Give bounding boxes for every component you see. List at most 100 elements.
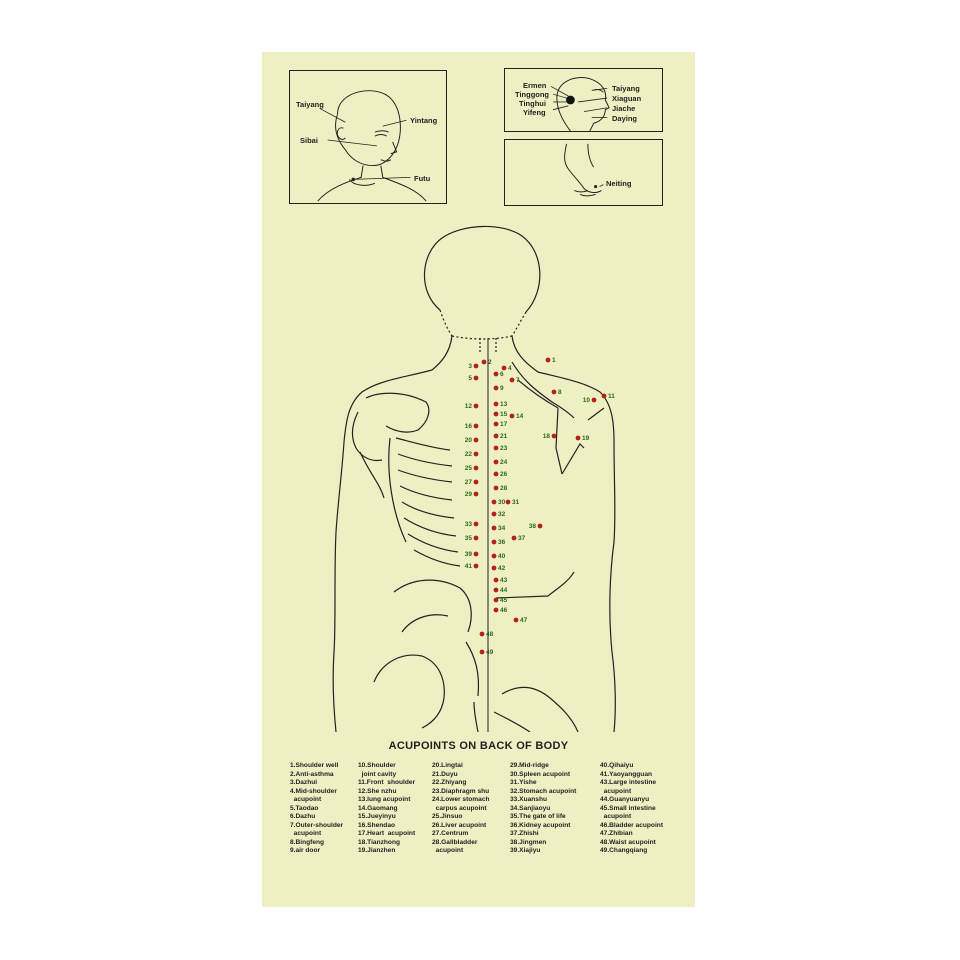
acupoint-number: 6 [500, 371, 504, 378]
acupoint-chart-sheet: Taiyang Yintang Sibai Futu Erm [262, 52, 695, 907]
acupoint-dot [481, 359, 487, 365]
legend-item: 48.Waist acupoint [600, 838, 656, 846]
legend-item: 2.Anti-asthma [290, 770, 334, 778]
acupoint-dot [493, 607, 499, 613]
acupoint-number: 45 [500, 597, 508, 604]
acupoint-number: 26 [500, 471, 508, 478]
acupoint-number: 2 [488, 359, 492, 366]
acupoint-number: 41 [465, 563, 473, 570]
acupoint-number: 21 [500, 433, 508, 440]
label-futu: Futu [414, 174, 431, 183]
acupoint-dot [493, 433, 499, 439]
legend-item: acupoint [432, 847, 464, 855]
acupoint-dot [491, 525, 497, 531]
label-ermen: Ermen [523, 81, 547, 90]
acupoint-dot [511, 535, 517, 541]
acupoint-dot [493, 587, 499, 593]
acupoint-number: 30 [498, 499, 506, 506]
legend-item: 9.air door [290, 847, 321, 855]
acupoint-number: 7 [516, 377, 520, 384]
acupoint-number: 16 [465, 423, 473, 430]
acupoint-dot [491, 553, 497, 559]
legend-item: 47.Zhibian [600, 830, 633, 838]
acupoint-number: 15 [500, 411, 508, 418]
legend-item: 13.lung acupoint [358, 796, 411, 804]
acupoint-dot [493, 385, 499, 391]
acupoint-dot [473, 375, 479, 381]
acupoint-dot [575, 435, 581, 441]
legend-item: 17.Heart acupoint [358, 830, 416, 838]
label-daying: Daying [612, 114, 638, 123]
inset-head-side: Ermen Tinggong Tinghui Yifeng Taiyang Xi… [504, 68, 663, 132]
legend-item: 20.Lingtai [432, 762, 463, 769]
acupoint-number: 44 [500, 587, 508, 594]
acupoint-number: 22 [465, 451, 473, 458]
legend-item: 1.Shoulder well [290, 762, 339, 769]
legend-item: 27.Centrum [432, 830, 469, 838]
legend-item: 19.Jianzhen [358, 847, 396, 855]
acupoint-dot [473, 363, 479, 369]
acupoint-number: 9 [500, 385, 504, 392]
acupoint-number: 10 [583, 397, 591, 404]
legend-item: 43.Large intestine [600, 779, 657, 787]
acupoint-dot [491, 539, 497, 545]
label-taiyang-side: Taiyang [612, 84, 640, 93]
label-yintang: Yintang [410, 116, 438, 125]
legend-item: acupoint [600, 787, 632, 795]
acupoint-dot [473, 465, 479, 471]
acupoint-dot [591, 397, 597, 403]
acupoint-dot [479, 631, 485, 637]
acupoint-number: 13 [500, 401, 508, 408]
legend-item: 38.Jingmen [510, 838, 547, 846]
legend-item: 32.Stomach acupoint [510, 787, 577, 795]
acupoint-number: 5 [468, 375, 472, 382]
acupoint-dot [493, 411, 499, 417]
legend-item: 41.Yaoyangguan [600, 770, 653, 778]
acupoint-dot [551, 433, 557, 439]
acupoint-dot [537, 523, 543, 529]
acupoint-number: 18 [543, 433, 551, 440]
acupoint-number: 38 [529, 523, 537, 530]
acupoint-dot [509, 413, 515, 419]
legend-item: 28.Gallbladder [432, 838, 478, 846]
acupoint-number: 35 [465, 535, 473, 542]
legend-item: 21.Duyu [432, 770, 458, 778]
acupoint-dot [493, 401, 499, 407]
acupoint-dot [493, 597, 499, 603]
acupoint-number: 19 [582, 435, 590, 442]
head-front-drawing [317, 90, 427, 202]
acupoint-number: 39 [465, 551, 473, 558]
acupoint-dot [493, 371, 499, 377]
label-xiaguan: Xiaguan [612, 94, 642, 103]
label-jiache: Jiache [612, 104, 636, 113]
legend-item: 36.Kidney acupoint [510, 821, 571, 829]
acupoint-dot [491, 565, 497, 571]
acupoint-dot [473, 451, 479, 457]
legend-item: 11.Front shoulder [358, 779, 416, 787]
legend-item: 5.Taodao [290, 804, 319, 812]
label-sibai: Sibai [300, 136, 318, 145]
acupoint-dot [601, 393, 607, 399]
acupoint-number: 3 [468, 363, 472, 370]
acupoint-dot [493, 445, 499, 451]
legend-item: carpus acupoint [432, 804, 487, 812]
acupoint-dot [473, 479, 479, 485]
acupoint-number: 17 [500, 421, 508, 428]
label-yifeng: Yifeng [523, 108, 546, 117]
acupoint-number: 40 [498, 553, 506, 560]
legend-item: 25.Jinsuo [432, 813, 463, 821]
inset-head-front: Taiyang Yintang Sibai Futu [289, 70, 447, 204]
legend-item: 3.Dazhui [290, 779, 318, 787]
legend-item: 15.Jueyinyu [358, 813, 396, 821]
legend-item: 49.Changqiang [600, 847, 648, 855]
acupoint-number: 42 [498, 565, 506, 572]
legend-item: acupoint [290, 830, 322, 838]
acupoint-dot [493, 459, 499, 465]
acupoint-number: 46 [500, 607, 508, 614]
acupoint-number: 48 [486, 631, 494, 638]
acupoint-dot [501, 365, 507, 371]
label-tinggong: Tinggong [515, 90, 550, 99]
